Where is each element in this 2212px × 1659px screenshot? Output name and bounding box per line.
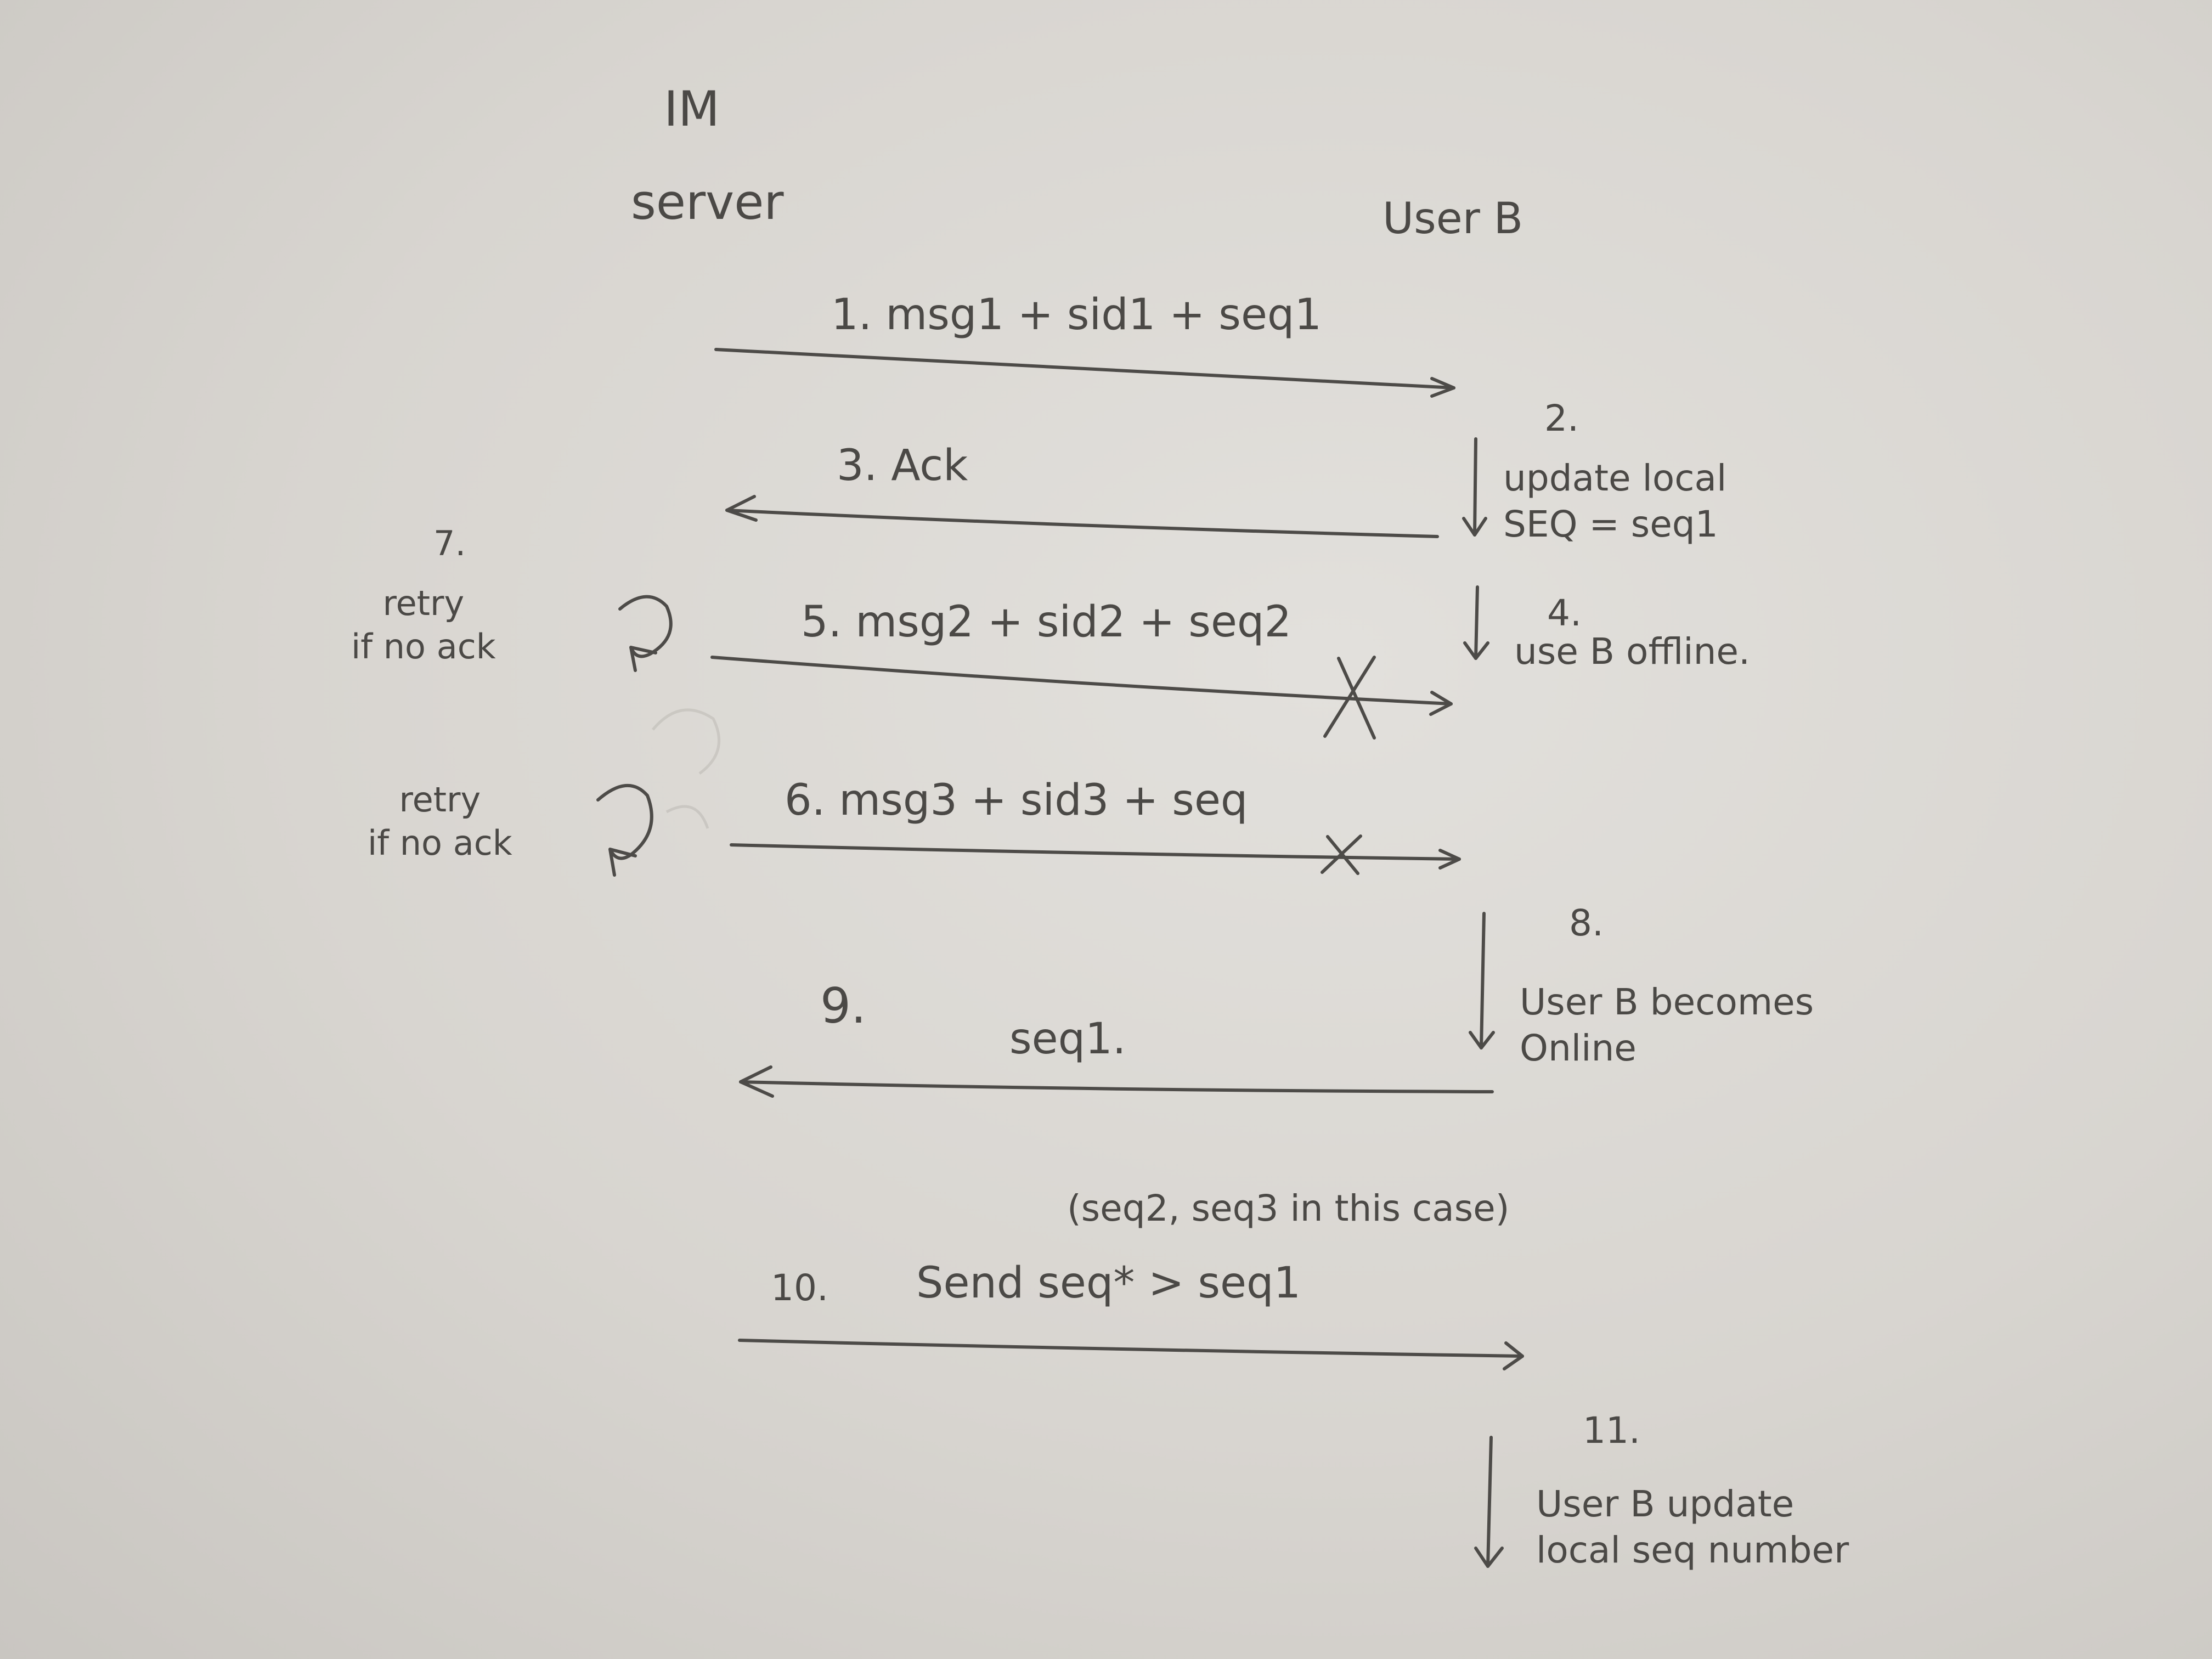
eraser-smudge-2 (665, 805, 709, 829)
step-2-label: update local SEQ = seq1 (1503, 457, 1727, 546)
step-11-number: 11. (1583, 1409, 1640, 1452)
step-3-label: 3. Ack (837, 441, 968, 490)
arrow-2-local (1473, 437, 1477, 537)
arrowhead-9 (739, 1065, 774, 1098)
step-9-label: seq1. (1009, 1014, 1126, 1064)
drop-mark-6 (1321, 834, 1362, 875)
arrowhead-11 (1474, 1547, 1504, 1568)
retry-loop-icon-2 (596, 783, 653, 877)
arrowhead-5 (1429, 691, 1453, 716)
arrow-9-seq1 (739, 1080, 1494, 1093)
step-7-label: retry if no ack (351, 583, 496, 667)
server-title-line1: IM (664, 81, 720, 137)
step-10-label: Send seq* > seq1 (916, 1259, 1301, 1308)
arrow-5-msg2 (710, 656, 1453, 706)
step-5-label: 5. msg2 + sid2 + seq2 (801, 597, 1292, 647)
step-10-note: (seq2, seq3 in this case) (1067, 1187, 1510, 1229)
arrowhead-10 (1503, 1341, 1524, 1370)
step-8-number: 8. (1569, 902, 1604, 944)
step-6-retry-label: retry if no ack (368, 780, 512, 864)
arrowhead-3 (725, 495, 758, 522)
user-b-title: User B (1383, 194, 1523, 244)
step-8-label: User B becomes Online (1520, 981, 1814, 1070)
step-9-number: 9. (820, 978, 866, 1034)
step-4-label: use B offline. (1514, 630, 1750, 673)
arrowhead-6 (1438, 849, 1461, 870)
arrow-1-msg1 (714, 348, 1455, 390)
step-1-label: 1. msg1 + sid1 + seq1 (831, 290, 1322, 340)
step-6-label: 6. msg3 + sid3 + seq (785, 776, 1248, 825)
drop-mark-5 (1323, 656, 1376, 740)
step-4-number: 4. (1547, 592, 1582, 634)
step-2-number: 2. (1544, 397, 1579, 439)
arrowhead-2 (1462, 517, 1487, 537)
arrow-11-local (1486, 1436, 1493, 1568)
step-11-label: User B update local seq number (1536, 1483, 1849, 1572)
arrow-8-local (1480, 912, 1486, 1049)
retry-loop-icon (618, 595, 673, 672)
step-10-number: 10. (771, 1267, 828, 1309)
server-title-line2: server (631, 174, 784, 230)
eraser-smudge (652, 708, 721, 775)
arrowhead-1 (1430, 377, 1455, 398)
arrowhead-4 (1463, 641, 1489, 660)
arrowhead-8 (1469, 1031, 1495, 1049)
arrow-3-ack (725, 509, 1439, 538)
arrow-4-local (1474, 585, 1479, 660)
step-7-number: 7. (433, 523, 466, 563)
arrow-10-send (738, 1339, 1524, 1358)
